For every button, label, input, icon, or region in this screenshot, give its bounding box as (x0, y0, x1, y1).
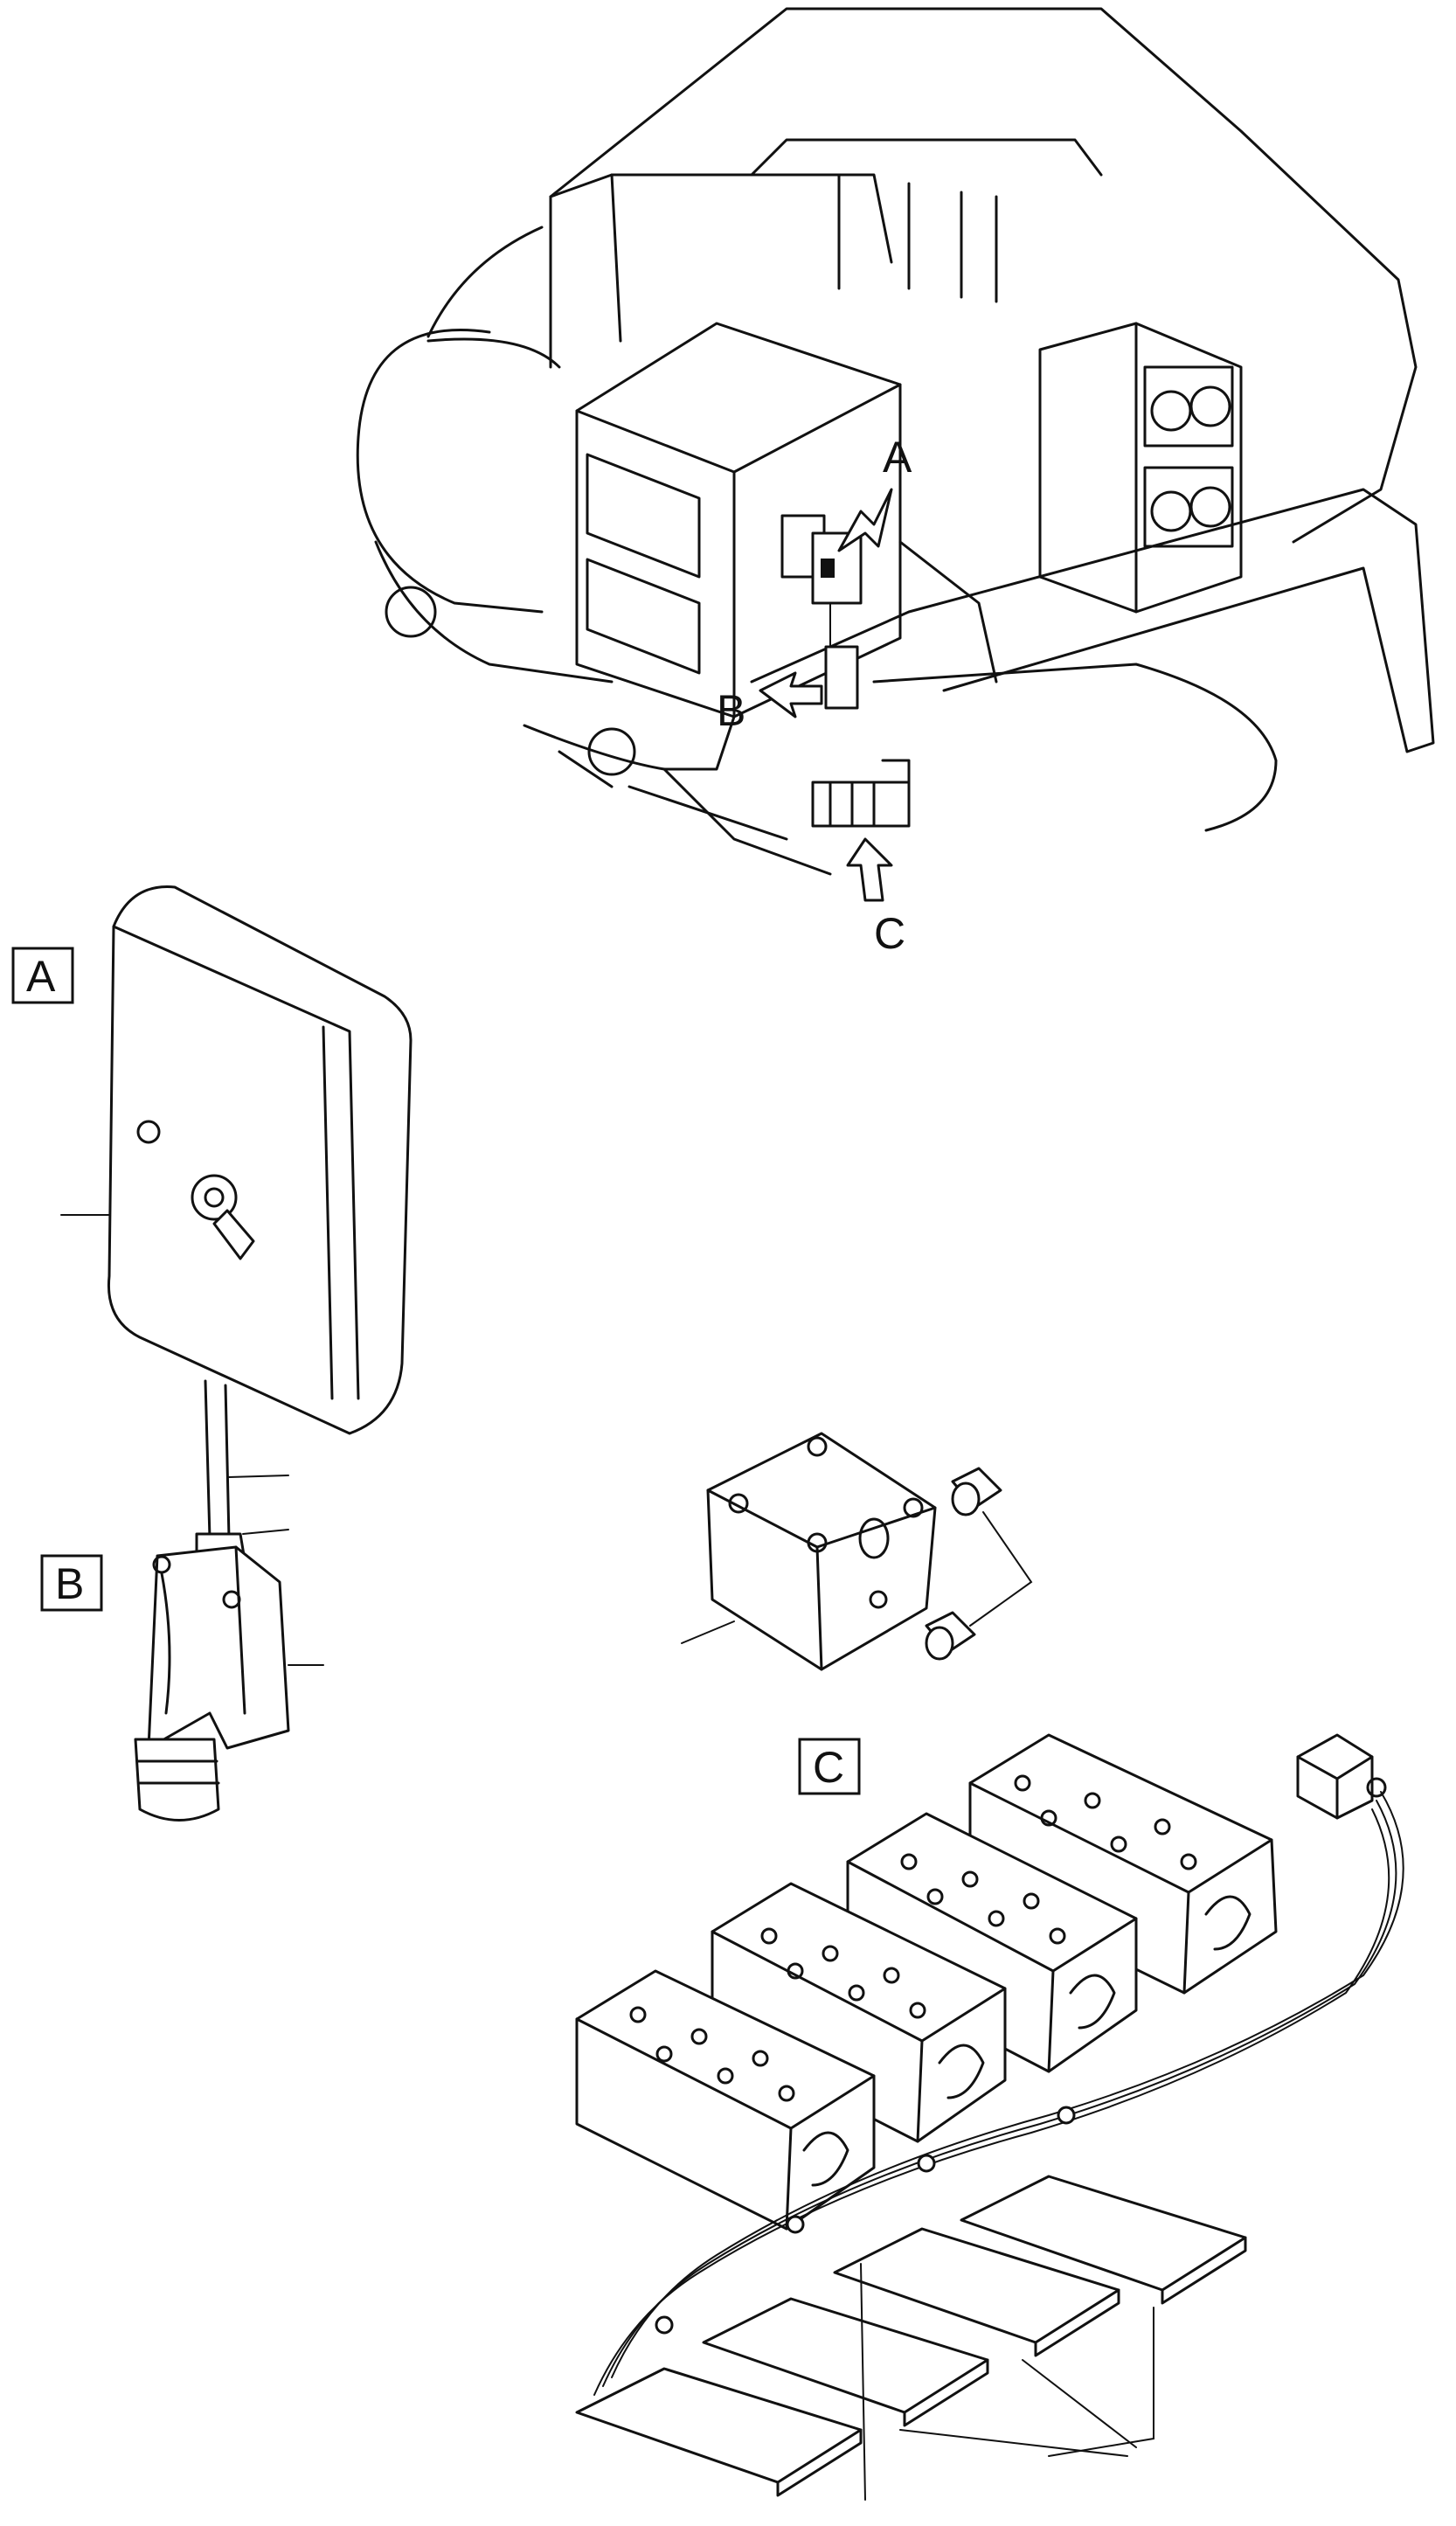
detail-c-batteries: C (575, 1733, 1404, 2501)
callout-a: A (883, 433, 912, 482)
detail-b-connector: B (40, 1529, 324, 1822)
detail-c-label-box (798, 1738, 861, 1795)
detail-b-label: B (55, 1559, 84, 1608)
detail-c-label: C (813, 1743, 844, 1792)
detail-a-label-box (11, 947, 74, 1004)
callout-b: B (717, 686, 745, 735)
junction-box (681, 1432, 1033, 1671)
arrow-a-icon (837, 488, 893, 552)
callout-c: C (874, 909, 905, 958)
arrow-c-icon (846, 837, 893, 902)
detail-a-label: A (26, 952, 56, 1001)
arrow-b-icon (759, 671, 823, 718)
detail-b-label-box (40, 1554, 103, 1612)
machine-overview: A B C (356, 7, 1435, 958)
detail-a-switch-box: A (11, 885, 413, 1540)
